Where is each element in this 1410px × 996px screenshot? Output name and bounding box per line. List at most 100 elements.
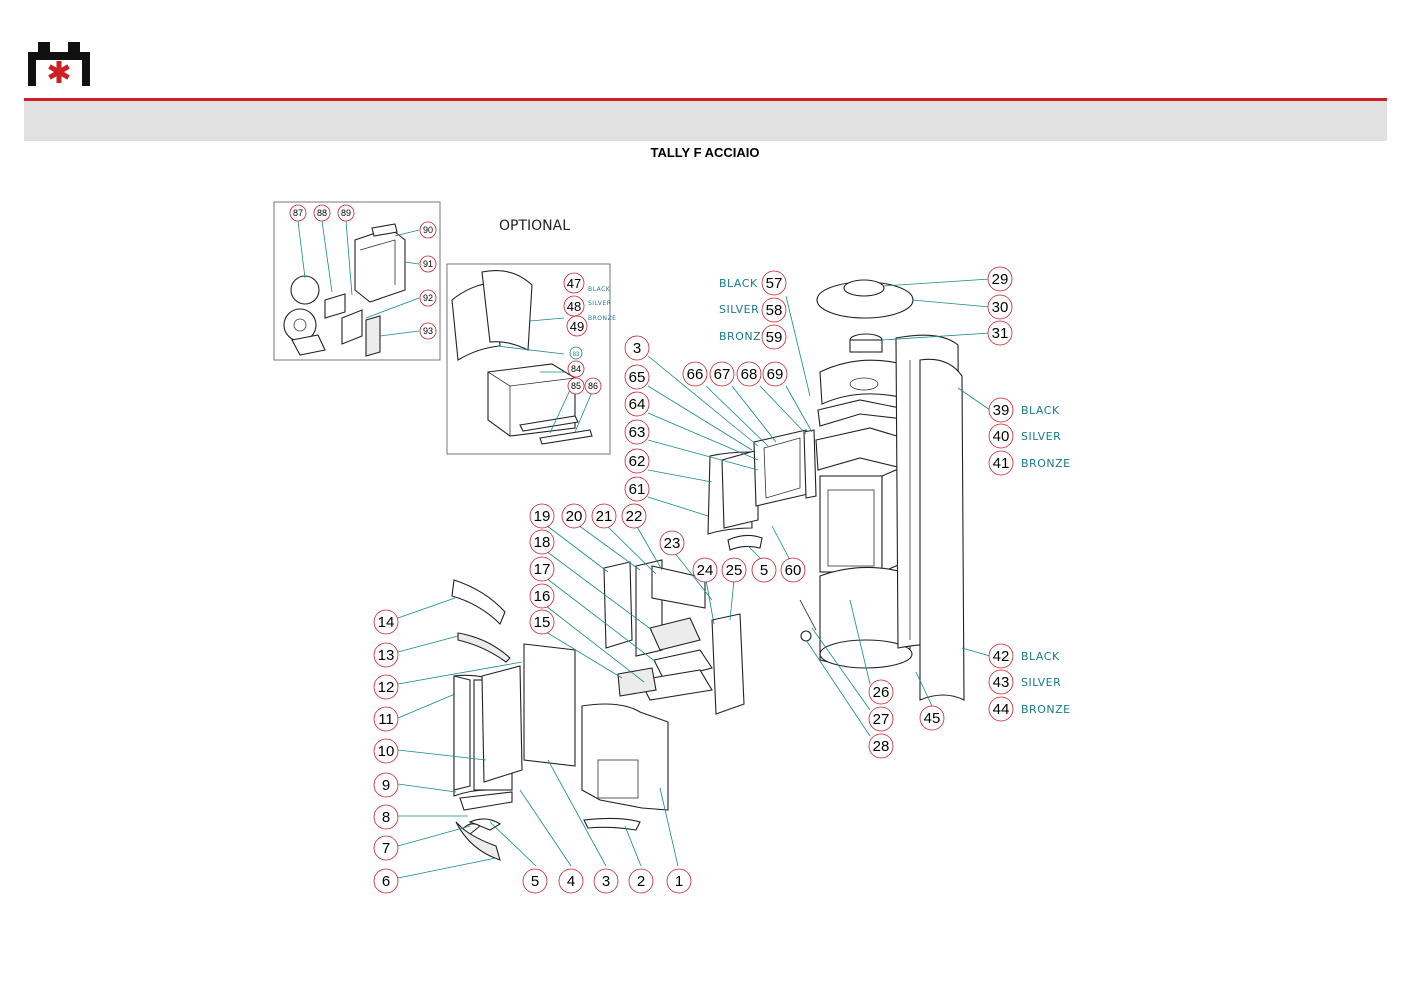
callout-47: 47: [563, 272, 585, 294]
svg-text:10: 10: [378, 743, 395, 760]
callout-49: 49: [566, 315, 588, 337]
svg-text:23: 23: [664, 535, 681, 552]
callout-62: 62: [624, 448, 650, 474]
svg-text:39: 39: [993, 402, 1010, 419]
callout-25: 25: [721, 557, 747, 583]
callout-16: 16: [529, 583, 555, 609]
callout-45: 45: [919, 705, 945, 731]
callout-23: 23: [659, 530, 685, 556]
header-rule: [24, 98, 1387, 101]
color-label-silver: SILVER: [588, 300, 611, 307]
callout-39: 39: [988, 397, 1014, 423]
callout-66: 66: [682, 361, 708, 387]
svg-text:86: 86: [588, 381, 598, 391]
svg-text:9: 9: [382, 777, 390, 794]
color-label-silver: SILVER: [1021, 430, 1061, 443]
callout-29: 29: [987, 266, 1013, 292]
callout-28: 28: [868, 733, 894, 759]
svg-text:83: 83: [573, 352, 580, 358]
svg-text:29: 29: [992, 271, 1009, 288]
color-label-black: BLACK: [1021, 404, 1060, 417]
svg-text:63: 63: [629, 424, 646, 441]
callout-67: 67: [709, 361, 735, 387]
callout-43: 43: [988, 669, 1014, 695]
svg-text:24: 24: [697, 562, 714, 579]
callout-92: 92: [419, 289, 437, 307]
callout-48: 48: [563, 295, 585, 317]
callout-13: 13: [373, 642, 399, 668]
svg-text:41: 41: [993, 455, 1010, 472]
color-label-black: BLACK: [1021, 650, 1060, 663]
callout-31: 31: [987, 320, 1013, 346]
color-label-black: BLACK: [588, 286, 611, 293]
callout-8: 8: [373, 804, 399, 830]
svg-text:65: 65: [629, 369, 646, 386]
left-stove-assembly: [397, 579, 679, 879]
callout-17: 17: [529, 556, 555, 582]
callout-93: 93: [419, 322, 437, 340]
callout-15: 15: [529, 609, 555, 635]
svg-text:12: 12: [378, 679, 395, 696]
color-label-silver: SILVER: [1021, 676, 1061, 689]
svg-text:5: 5: [531, 873, 539, 890]
callout-3: 3: [624, 335, 650, 361]
color-label-silver: SILVER: [719, 303, 759, 316]
svg-text:90: 90: [423, 225, 433, 235]
callout-83: 83: [569, 346, 583, 360]
svg-text:19: 19: [534, 508, 551, 525]
callout-58: 58: [761, 297, 787, 323]
callout-7: 7: [373, 835, 399, 861]
header-band: [24, 101, 1387, 141]
svg-text:8: 8: [382, 809, 390, 826]
optional-label: OPTIONAL: [499, 218, 570, 234]
svg-text:6: 6: [382, 873, 390, 890]
svg-text:84: 84: [571, 364, 581, 374]
svg-text:26: 26: [873, 684, 890, 701]
callout-87: 87: [289, 204, 307, 222]
svg-text:93: 93: [423, 326, 433, 336]
callout-5: 5: [522, 868, 548, 894]
callout-20: 20: [561, 503, 587, 529]
color-label-black: BLACK: [719, 277, 758, 290]
callout-89: 89: [337, 204, 355, 222]
callout-19: 19: [529, 503, 555, 529]
svg-text:27: 27: [873, 711, 890, 728]
callout-44: 44: [988, 696, 1014, 722]
svg-text:11: 11: [378, 711, 394, 728]
callout-68: 68: [736, 361, 762, 387]
color-label-bronze: BRONZE: [588, 315, 616, 322]
svg-text:61: 61: [629, 481, 646, 498]
callout-40: 40: [988, 423, 1014, 449]
callout-22: 22: [621, 503, 647, 529]
svg-text:42: 42: [993, 648, 1010, 665]
svg-text:62: 62: [629, 453, 646, 470]
svg-text:13: 13: [378, 647, 395, 664]
svg-text:44: 44: [993, 701, 1010, 718]
svg-text:21: 21: [596, 508, 613, 525]
svg-text:60: 60: [785, 562, 802, 579]
svg-text:92: 92: [423, 293, 433, 303]
callout-26: 26: [868, 679, 894, 705]
svg-text:4: 4: [567, 873, 575, 890]
svg-text:89: 89: [341, 208, 351, 218]
callout-59: 59: [761, 324, 787, 350]
callout-30: 30: [987, 294, 1013, 320]
callout-24: 24: [692, 557, 718, 583]
callout-10: 10: [373, 738, 399, 764]
svg-text:66: 66: [687, 366, 704, 383]
callout-5: 5: [751, 557, 777, 583]
svg-text:20: 20: [566, 508, 583, 525]
svg-text:59: 59: [766, 329, 783, 346]
svg-text:68: 68: [741, 366, 758, 383]
svg-text:57: 57: [766, 275, 783, 292]
callout-65: 65: [624, 364, 650, 390]
callout-61: 61: [624, 476, 650, 502]
callout-12: 12: [373, 674, 399, 700]
callout-64: 64: [624, 391, 650, 417]
svg-text:67: 67: [714, 366, 731, 383]
svg-text:3: 3: [602, 873, 610, 890]
brand-logo: [24, 34, 94, 90]
callout-86: 86: [584, 377, 602, 395]
svg-text:22: 22: [626, 508, 643, 525]
callout-14: 14: [373, 609, 399, 635]
